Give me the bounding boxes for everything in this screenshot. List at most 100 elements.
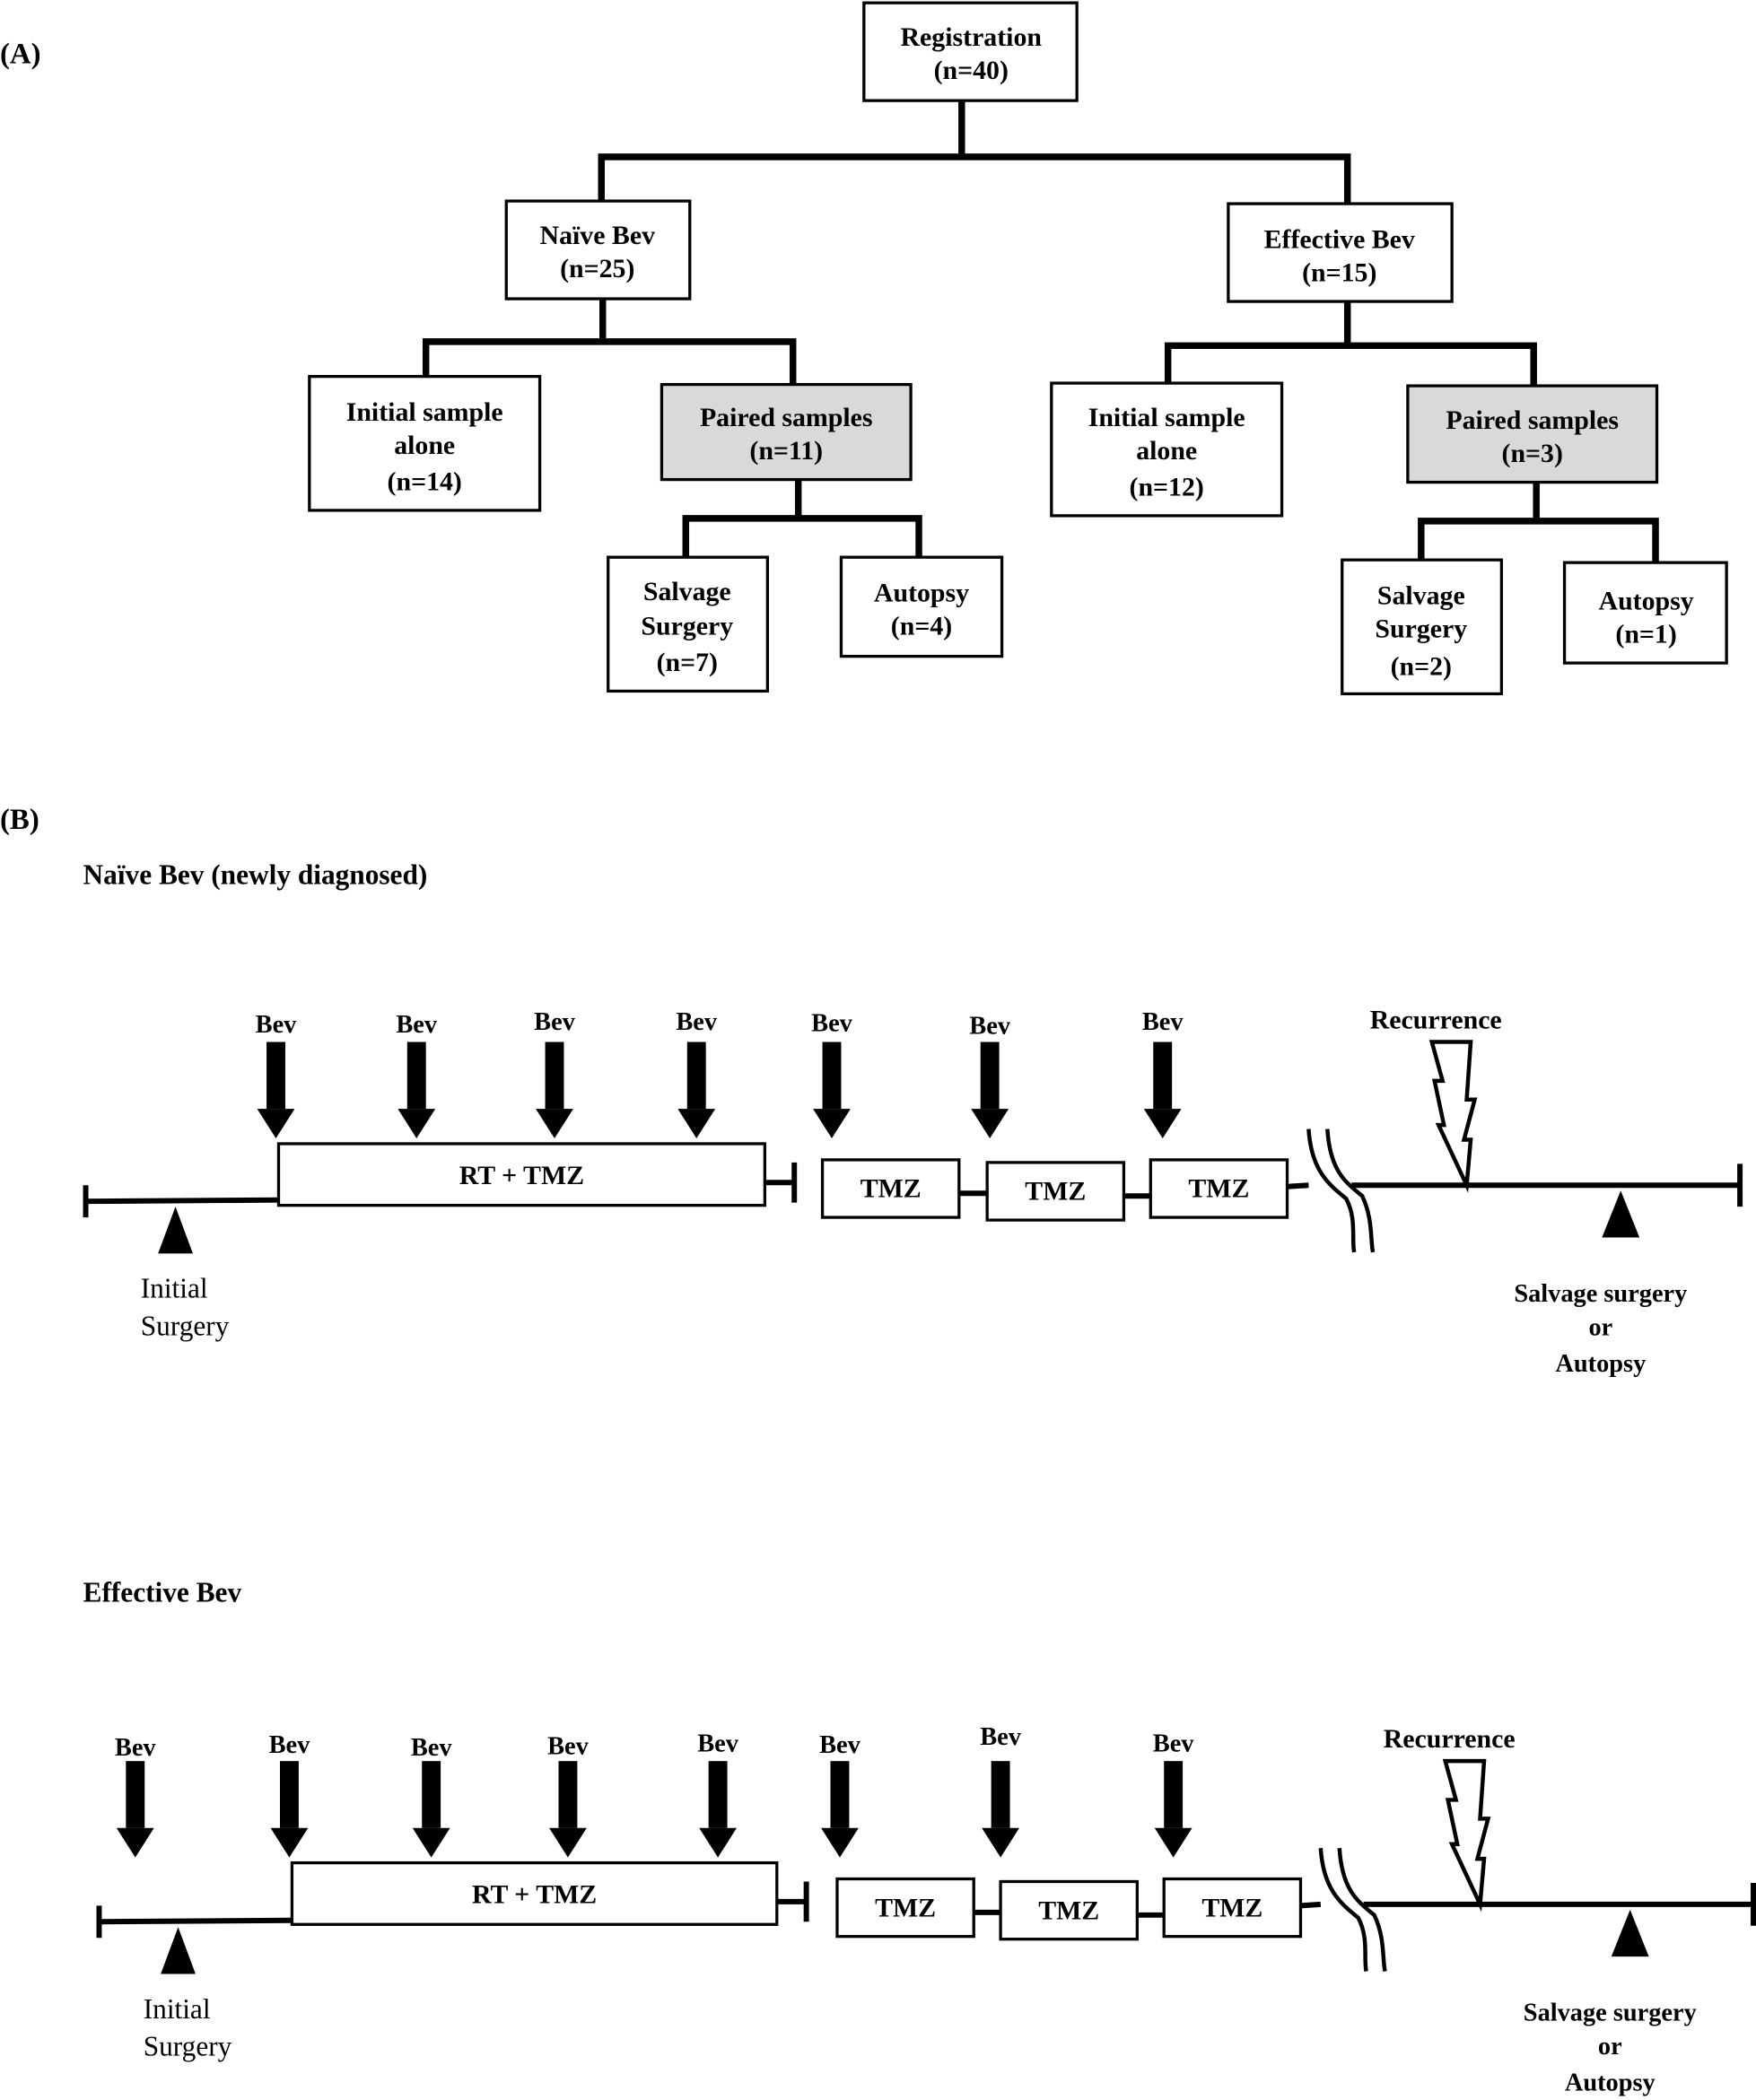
bev-arrow-shaft — [1164, 1761, 1184, 1828]
svg-text:Initial sample: Initial sample — [1088, 403, 1245, 432]
timeline-segment — [1287, 1182, 1309, 1189]
panel-b-label: (B) — [0, 804, 39, 836]
bev-arrow-head-icon — [536, 1109, 573, 1139]
rt-tmz-label: RT + TMZ — [459, 1161, 584, 1190]
tmz-box — [1162, 1877, 1303, 1939]
bev-dose-label: Bev — [819, 1731, 861, 1759]
svg-text:Naïve Bev: Naïve Bev — [540, 221, 656, 250]
panel-a-label: (A) — [0, 38, 41, 70]
svg-text:Autopsy: Autopsy — [874, 578, 969, 607]
svg-text:alone: alone — [1136, 436, 1197, 466]
tmz-label: TMZ — [875, 1893, 936, 1922]
bev-arrow-head-icon — [971, 1109, 1009, 1139]
tmz-label: TMZ — [861, 1174, 922, 1204]
bev-arrow-shaft — [279, 1761, 299, 1828]
bev-arrow-head-icon — [257, 1109, 295, 1139]
axis-break-icon — [1318, 1848, 1368, 1972]
svg-text:Surgery: Surgery — [1375, 614, 1467, 644]
svg-text:(n=14): (n=14) — [388, 467, 462, 497]
bev-arrow-head-icon — [398, 1109, 436, 1139]
initial-surgery-marker-icon — [158, 1207, 193, 1254]
node-effective-paired-samples: Paired samples (n=3) — [1406, 384, 1659, 484]
axis-break-icon — [1325, 1128, 1376, 1253]
bev-arrow-shaft — [980, 1041, 1000, 1110]
initial-surgery-label: Initial — [141, 1273, 208, 1304]
salvage-marker-icon — [1611, 1909, 1649, 1957]
tmz-box — [999, 1879, 1139, 1941]
bev-dose-label: Bev — [1153, 1730, 1195, 1758]
naive-timeline-title: Naïve Bev (newly diagnosed) — [83, 858, 428, 890]
bev-arrow-head-icon — [699, 1827, 738, 1858]
bev-arrow-shaft — [126, 1761, 145, 1828]
tmz-box — [820, 1158, 961, 1219]
svg-text:(n=2): (n=2) — [1391, 652, 1452, 682]
axis-break-icon — [1337, 1848, 1387, 1972]
tmz-label: TMZ — [1038, 1895, 1099, 1925]
bev-dose-label: Bev — [697, 1730, 739, 1758]
tmz-box — [1149, 1158, 1289, 1219]
tmz-box — [835, 1877, 975, 1939]
bev-arrow-shaft — [830, 1761, 850, 1828]
bev-arrow-head-icon — [1154, 1827, 1193, 1858]
bev-arrow-shaft — [406, 1041, 426, 1110]
bev-dose-label: Bev — [411, 1734, 453, 1762]
bev-dose-label: Bev — [256, 1011, 298, 1039]
bev-arrow-head-icon — [1143, 1109, 1182, 1139]
tmz-label: TMZ — [1201, 1893, 1262, 1922]
bev-dose-label: Bev — [676, 1008, 718, 1036]
bev-arrow-head-icon — [677, 1109, 716, 1139]
bev-dose-label: Bev — [811, 1010, 853, 1038]
bev-arrow-head-icon — [270, 1827, 309, 1858]
timeline-segment — [85, 1197, 279, 1205]
initial-surgery-marker-icon — [161, 1927, 196, 1974]
bev-arrow-head-icon — [412, 1827, 450, 1858]
bev-arrow-head-icon — [982, 1827, 1019, 1858]
initial-surgery-label: Initial — [144, 1993, 211, 2025]
node-effective-autopsy: Autopsy (n=1) — [1562, 561, 1728, 665]
node-registration: Registration (n=40) — [862, 1, 1079, 102]
bev-arrow-head-icon — [813, 1109, 851, 1139]
svg-text:Paired samples: Paired samples — [700, 403, 873, 432]
rt-tmz-box — [290, 1860, 779, 1926]
timeline-segment — [1300, 1901, 1322, 1909]
svg-text:Initial sample: Initial sample — [346, 397, 503, 427]
bev-arrow-shaft — [545, 1041, 564, 1110]
svg-text:(n=15): (n=15) — [1302, 258, 1376, 288]
node-naive-bev: Naïve Bev (n=25) — [504, 199, 692, 301]
effective-timeline-title: Effective Bev — [83, 1577, 242, 1608]
bev-arrow-shaft — [686, 1041, 706, 1110]
svg-text:(n=1): (n=1) — [1615, 620, 1676, 649]
node-naive-paired-samples: Paired samples (n=11) — [660, 382, 913, 482]
svg-text:Registration: Registration — [901, 22, 1043, 52]
salvage-label: Salvage surgery — [1514, 1280, 1687, 1308]
node-naive-autopsy: Autopsy (n=4) — [839, 555, 1004, 658]
svg-text:(n=4): (n=4) — [891, 612, 952, 641]
bev-arrow-shaft — [822, 1041, 842, 1110]
bev-arrow-head-icon — [116, 1827, 154, 1858]
tree-connectors — [422, 101, 1659, 563]
bev-dose-label: Bev — [396, 1011, 438, 1039]
bev-arrow-shaft — [1153, 1041, 1173, 1110]
svg-text:(n=11): (n=11) — [749, 436, 823, 466]
salvage-label: or — [1598, 2033, 1622, 2061]
svg-text:(n=40): (n=40) — [934, 56, 1009, 85]
svg-text:(n=3): (n=3) — [1502, 439, 1563, 468]
svg-text:(n=25): (n=25) — [560, 254, 634, 283]
salvage-label: Autopsy — [1565, 2069, 1656, 2096]
rt-tmz-label: RT + TMZ — [472, 1879, 597, 1909]
bev-dose-label: Bev — [1142, 1008, 1184, 1036]
salvage-label: Salvage surgery — [1524, 2000, 1697, 2027]
node-effective-bev: Effective Bev (n=15) — [1227, 202, 1454, 303]
tmz-label: TMZ — [1188, 1174, 1249, 1204]
recurrence-label: Recurrence — [1384, 1724, 1516, 1754]
node-effective-initial-sample: Initial sample alone (n=12) — [1050, 381, 1284, 518]
svg-text:Salvage: Salvage — [643, 577, 731, 606]
axis-break-icon — [1306, 1128, 1357, 1253]
svg-text:(n=7): (n=7) — [657, 648, 718, 677]
bev-dose-label: Bev — [534, 1008, 576, 1036]
svg-text:Autopsy: Autopsy — [1599, 586, 1694, 615]
svg-text:(n=12): (n=12) — [1130, 473, 1204, 502]
recurrence-lightning-icon — [1442, 1758, 1491, 1913]
